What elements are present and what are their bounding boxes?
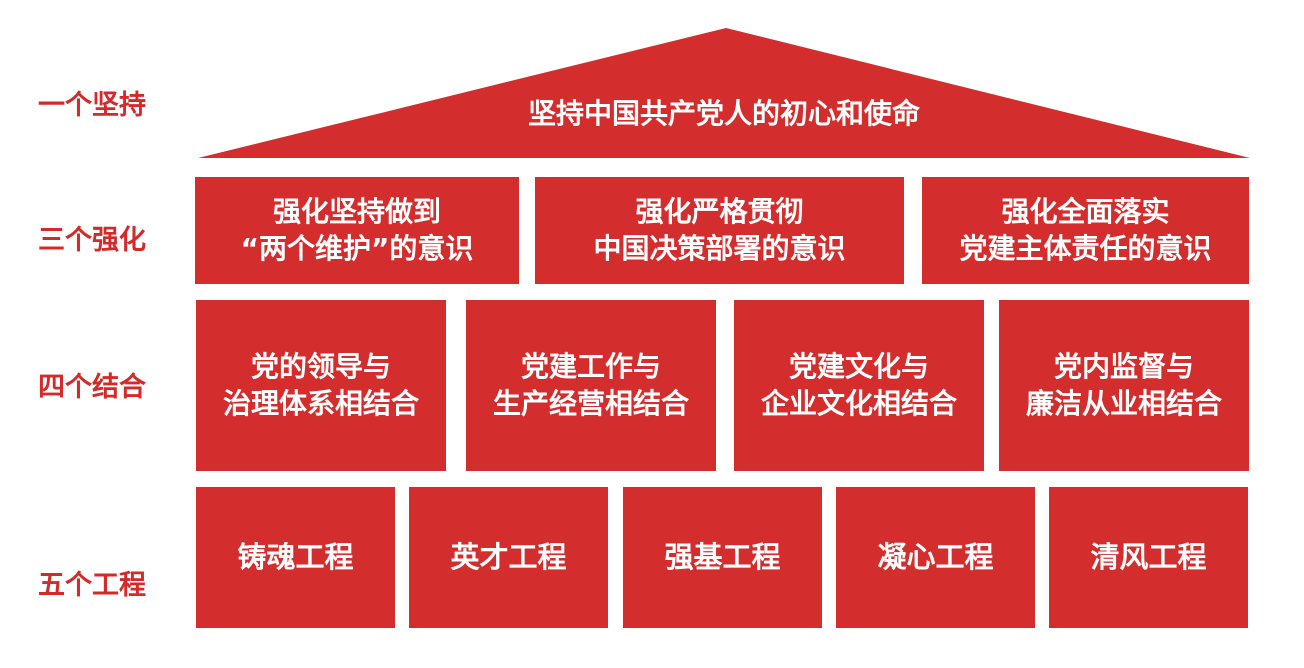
combine-block-3-line-2: 企业文化相结合 (760, 386, 957, 420)
project-block-4: 凝心工程 (836, 487, 1035, 628)
project-block-5: 清风工程 (1049, 487, 1248, 628)
combine-block-4-line-2: 廉洁从业相结合 (1025, 386, 1222, 420)
combine-block-4-line-1: 党内监督与 (1053, 350, 1194, 384)
strengthen-block-2: 强化严格贯彻 中国决策部署的意识 (535, 177, 904, 284)
project-block-1-label: 铸魂工程 (237, 539, 354, 574)
project-block-3: 强基工程 (623, 487, 822, 628)
strengthen-block-2-line-2: 中国决策部署的意识 (593, 231, 846, 265)
strengthen-block-1-line-2: “两个维护”的意识 (240, 231, 474, 265)
combine-block-2-line-1: 党建工作与 (520, 350, 661, 384)
strengthen-block-1: 强化坚持做到 “两个维护”的意识 (195, 177, 519, 284)
combine-block-1: 党的领导与 治理体系相结合 (196, 300, 446, 471)
project-block-5-label: 清风工程 (1090, 539, 1207, 574)
roof-shape (198, 28, 1250, 158)
strengthen-block-3-line-2: 党建主体责任的意识 (959, 231, 1212, 265)
combine-block-1-line-1: 党的领导与 (250, 350, 391, 384)
project-block-4-label: 凝心工程 (877, 539, 994, 574)
project-block-3-label: 强基工程 (664, 539, 781, 574)
combine-block-2: 党建工作与 生产经营相结合 (466, 300, 716, 471)
strengthen-block-3: 强化全面落实 党建主体责任的意识 (922, 177, 1249, 284)
roof-text: 坚持中国共产党人的初心和使命 (527, 97, 920, 130)
row-label-one-adherence: 一个坚持 (38, 90, 146, 121)
project-block-1: 铸魂工程 (196, 487, 395, 628)
strengthen-block-3-line-1: 强化全面落实 (1001, 195, 1170, 229)
combine-block-4: 党内监督与 廉洁从业相结合 (999, 300, 1249, 471)
row-label-three-strengthen: 三个强化 (38, 225, 146, 256)
strengthen-block-1-line-1: 强化坚持做到 (272, 195, 441, 229)
project-block-2: 英才工程 (409, 487, 608, 628)
row-label-five-projects: 五个工程 (38, 570, 146, 601)
combine-block-3-line-1: 党建文化与 (788, 350, 929, 384)
strengthen-block-2-line-1: 强化严格贯彻 (635, 195, 804, 229)
combine-block-2-line-2: 生产经营相结合 (492, 386, 689, 420)
roof-triangle (198, 28, 1250, 158)
row-label-four-combine: 四个结合 (38, 372, 146, 403)
combine-block-1-line-2: 治理体系相结合 (222, 386, 419, 420)
combine-block-3: 党建文化与 企业文化相结合 (734, 300, 984, 471)
project-block-2-label: 英才工程 (450, 539, 567, 574)
